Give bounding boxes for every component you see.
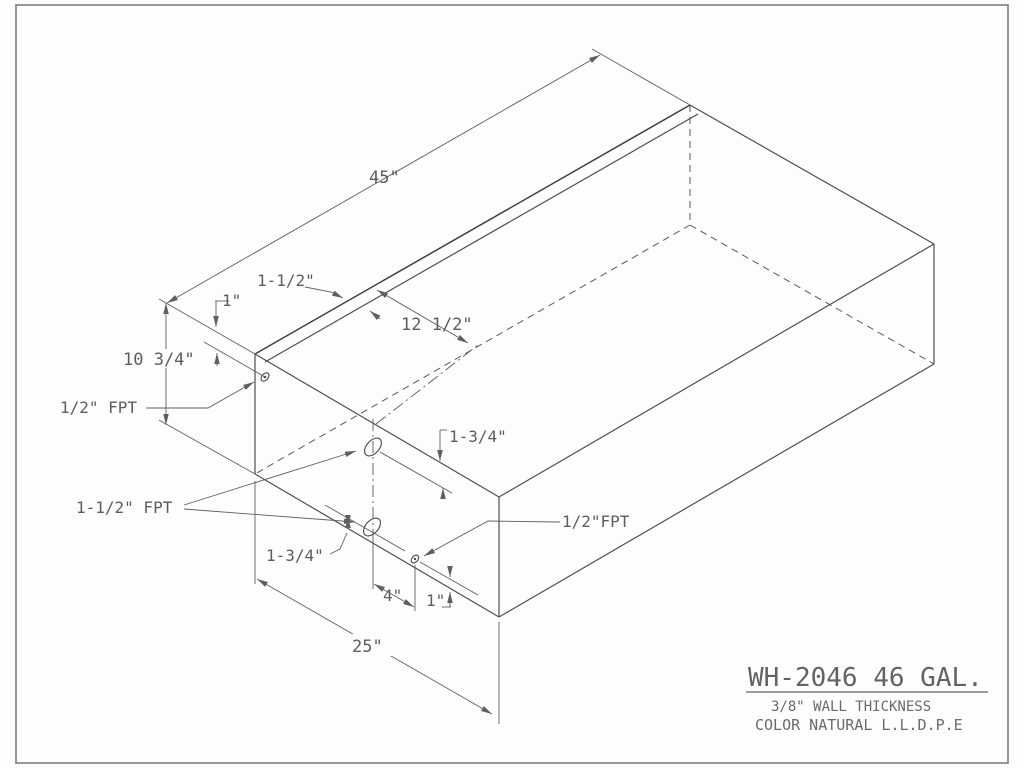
drain-port-1-2-fpt — [410, 554, 420, 564]
dim-center-12-1-2: 12 1/2" — [376, 289, 473, 344]
dim-depth-label: 25" — [352, 637, 383, 657]
wall-thickness-note: 3/8" WALL THICKNESS — [771, 699, 931, 715]
dim-rim-1-1-2: 1-1/2" — [257, 271, 381, 321]
dim-length-45: 45" — [166, 54, 601, 304]
dim-lower-port-1-3-4: 1-3/4" — [266, 515, 351, 565]
tank-outline — [254, 104, 935, 618]
lower-port-1-1-2-fpt — [363, 517, 381, 537]
dim-length-label: 45" — [369, 168, 400, 188]
dim-drain-spacing-label: 4" — [383, 586, 402, 605]
dim-lower-port-label: 1-3/4" — [266, 546, 324, 565]
dim-center-label: 12 1/2" — [401, 315, 473, 335]
label-drain-fitting: 1/2"FPT — [423, 512, 630, 557]
centerlines — [372, 344, 479, 541]
rim-tangent-line — [264, 113, 699, 363]
label-side-fittings: 1-1/2" FPT — [76, 450, 357, 524]
dim-drain-inset-1: 1" — [426, 566, 453, 610]
title-block: WH-2046 46 GAL. 3/8" WALL THICKNESS COLO… — [746, 663, 988, 734]
dim-top-inset-1: 1" — [213, 291, 241, 366]
sheet-border — [15, 4, 1009, 764]
dim-rim-label: 1-1/2" — [257, 271, 315, 290]
dim-height-10-3-4: 10 3/4" — [120, 303, 204, 425]
tank-hidden-edges — [254, 105, 935, 475]
dim-drain-inset-label: 1" — [426, 591, 445, 610]
dim-upper-port-1-3-4: 1-3/4" — [437, 427, 507, 499]
label-top-fitting: 1/2" FPT — [60, 381, 255, 417]
drain-fitting-label: 1/2"FPT — [562, 512, 630, 531]
upper-port-1-1-2-fpt — [364, 437, 382, 457]
dim-top-inset-label: 1" — [222, 291, 241, 310]
dim-upper-port-label: 1-3/4" — [449, 427, 507, 446]
side-fittings-label: 1-1/2" FPT — [76, 498, 173, 517]
drawing-title: WH-2046 46 GAL. — [748, 663, 983, 693]
dim-height-label: 10 3/4" — [123, 350, 195, 370]
dim-depth-25: 25" — [256, 578, 493, 715]
material-note: COLOR NATURAL L.L.D.P.E — [755, 716, 963, 734]
fittings — [260, 372, 479, 596]
top-fitting-label: 1/2" FPT — [60, 398, 137, 417]
dim-drain-spacing-4: 4" — [373, 583, 415, 608]
